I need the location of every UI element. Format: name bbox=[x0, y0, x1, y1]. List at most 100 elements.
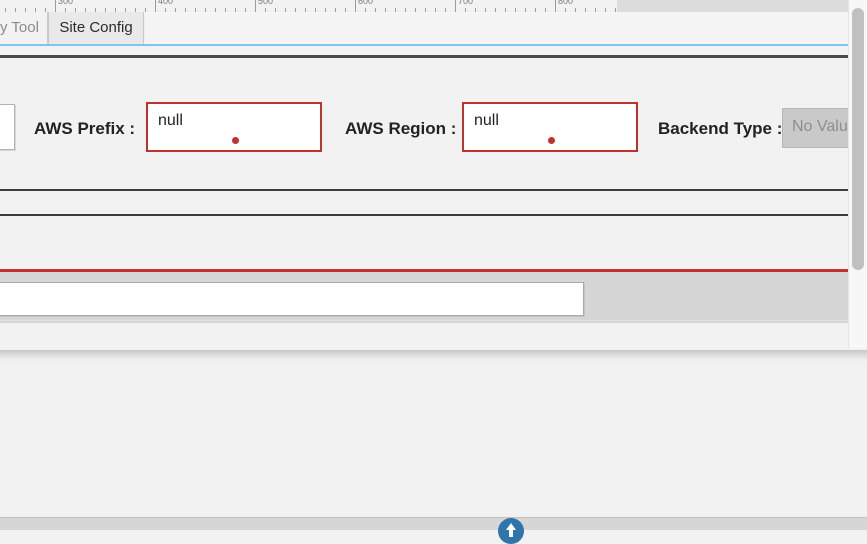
ruler-label: 500 bbox=[258, 0, 274, 6]
ruler-tick-major bbox=[255, 0, 256, 12]
ruler-tick-minor bbox=[15, 8, 16, 12]
ruler-tick-minor bbox=[485, 8, 486, 12]
ruler-tick-major bbox=[455, 0, 456, 12]
ruler-tick-minor bbox=[245, 8, 246, 12]
ruler-tick-minor bbox=[145, 8, 146, 12]
bottom-bar bbox=[0, 517, 867, 530]
ruler-tick-minor bbox=[365, 8, 366, 12]
horizontal-ruler: 300 400 500 600 700 800 bbox=[0, 0, 867, 13]
ruler-label: 300 bbox=[58, 0, 74, 6]
ruler-label: 700 bbox=[458, 0, 474, 6]
ruler-tick-minor bbox=[565, 8, 566, 12]
band-empty-2 bbox=[0, 216, 867, 269]
ruler-tick-minor bbox=[415, 8, 416, 12]
divider-error-red bbox=[0, 269, 867, 272]
ruler-tick-minor bbox=[475, 8, 476, 12]
panel-bottom-line bbox=[0, 320, 867, 321]
ruler-tick-minor bbox=[545, 8, 546, 12]
ruler-tick-minor bbox=[445, 8, 446, 12]
tab-y-tool[interactable]: y Tool bbox=[0, 12, 48, 44]
ruler-tick-minor bbox=[525, 8, 526, 12]
ruler-tick-minor bbox=[95, 8, 96, 12]
ruler-tick-minor bbox=[585, 8, 586, 12]
ruler-tick-minor bbox=[595, 8, 596, 12]
ruler-tick-minor bbox=[195, 8, 196, 12]
ruler-tick-minor bbox=[275, 8, 276, 12]
ruler-tick-minor bbox=[25, 8, 26, 12]
ruler-label: 400 bbox=[158, 0, 174, 6]
backend-type-value: No Value bbox=[792, 118, 857, 135]
ruler-tick-minor bbox=[405, 8, 406, 12]
ruler-tick-major bbox=[55, 0, 56, 12]
ruler-tick-minor bbox=[75, 8, 76, 12]
band-empty-4 bbox=[0, 364, 867, 530]
ruler-track bbox=[0, 0, 617, 12]
vertical-scrollbar-track[interactable] bbox=[848, 0, 867, 348]
ruler-inactive-area bbox=[617, 0, 867, 12]
ruler-tick-minor bbox=[315, 8, 316, 12]
backend-type-label: Backend Type : bbox=[658, 119, 783, 138]
ruler-tick-minor bbox=[185, 8, 186, 12]
ruler-tick-minor bbox=[205, 8, 206, 12]
vertical-scrollbar-thumb[interactable] bbox=[852, 8, 864, 270]
band-empty-3 bbox=[0, 323, 867, 350]
ruler-tick-minor bbox=[615, 8, 616, 12]
ruler-tick-minor bbox=[65, 8, 66, 12]
ruler-tick-minor bbox=[515, 8, 516, 12]
ruler-tick-minor bbox=[225, 8, 226, 12]
divider-section-1 bbox=[0, 189, 867, 191]
ruler-tick-minor bbox=[605, 8, 606, 12]
ruler-tick-minor bbox=[215, 8, 216, 12]
ruler-tick-minor bbox=[35, 8, 36, 12]
form-row: AWS Prefix : null AWS Region : null Back… bbox=[0, 58, 867, 184]
form-footer-panel bbox=[0, 272, 867, 323]
aws-region-value: null bbox=[474, 112, 499, 129]
aws-prefix-label: AWS Prefix : bbox=[34, 119, 136, 138]
ruler-tick-minor bbox=[385, 8, 386, 12]
ruler-tick-minor bbox=[395, 8, 396, 12]
ruler-tick-minor bbox=[465, 8, 466, 12]
tab-site-config-label: Site Config bbox=[59, 19, 133, 36]
ruler-tick-minor bbox=[105, 8, 106, 12]
ruler-tick-minor bbox=[425, 8, 426, 12]
ruler-tick-minor bbox=[235, 8, 236, 12]
partial-input-left[interactable] bbox=[0, 104, 15, 150]
aws-prefix-error-dot bbox=[232, 137, 239, 144]
ruler-tick-minor bbox=[535, 8, 536, 12]
ruler-tick-minor bbox=[45, 8, 46, 12]
aws-prefix-input[interactable]: null bbox=[146, 102, 322, 152]
ruler-tick-minor bbox=[345, 8, 346, 12]
ruler-tick-minor bbox=[335, 8, 336, 12]
tab-bar: y Tool Site Config bbox=[0, 12, 867, 46]
drop-shadow-strip bbox=[0, 350, 867, 364]
aws-region-label: AWS Region : bbox=[345, 119, 457, 138]
info-badge-icon[interactable] bbox=[498, 518, 524, 544]
ruler-tick-minor bbox=[265, 8, 266, 12]
band-empty-1 bbox=[0, 191, 867, 214]
aws-region-input[interactable]: null bbox=[462, 102, 638, 152]
ruler-tick-minor bbox=[325, 8, 326, 12]
ruler-tick-minor bbox=[175, 8, 176, 12]
ruler-tick-minor bbox=[125, 8, 126, 12]
tab-y-tool-label: y Tool bbox=[0, 19, 39, 36]
ruler-tick-minor bbox=[5, 8, 6, 12]
ruler-tick-major bbox=[355, 0, 356, 12]
footer-text-input[interactable] bbox=[0, 282, 584, 316]
ruler-tick-minor bbox=[375, 8, 376, 12]
ruler-tick-minor bbox=[295, 8, 296, 12]
ruler-label: 800 bbox=[558, 0, 574, 6]
ruler-tick-minor bbox=[305, 8, 306, 12]
info-badge-glyph bbox=[506, 523, 516, 537]
ruler-tick-minor bbox=[135, 8, 136, 12]
ruler-label: 600 bbox=[358, 0, 374, 6]
ruler-tick-minor bbox=[495, 8, 496, 12]
divider-section-2 bbox=[0, 214, 867, 216]
ruler-tick-minor bbox=[115, 8, 116, 12]
divider-top bbox=[0, 55, 867, 58]
tab-site-config[interactable]: Site Config bbox=[48, 12, 144, 44]
aws-prefix-value: null bbox=[158, 112, 183, 129]
ruler-tick-major bbox=[555, 0, 556, 12]
tab-bar-empty-area bbox=[145, 12, 867, 44]
ruler-tick-major bbox=[155, 0, 156, 12]
content-area: AWS Prefix : null AWS Region : null Back… bbox=[0, 46, 867, 530]
